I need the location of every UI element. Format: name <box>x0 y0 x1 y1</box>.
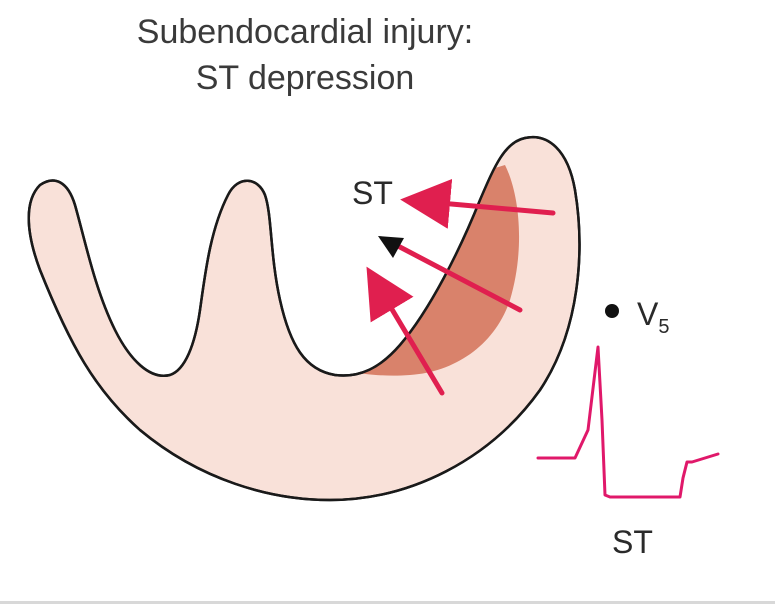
electrode-dot-icon <box>605 304 619 318</box>
lead-label: V5 <box>637 296 669 338</box>
ecg-trace <box>538 347 718 497</box>
st-vector-label: ST <box>352 175 393 211</box>
lead-subscript: 5 <box>658 316 669 338</box>
ecg-st-label: ST <box>612 524 653 560</box>
lead-letter: V <box>637 296 659 332</box>
bottom-divider <box>0 601 775 604</box>
